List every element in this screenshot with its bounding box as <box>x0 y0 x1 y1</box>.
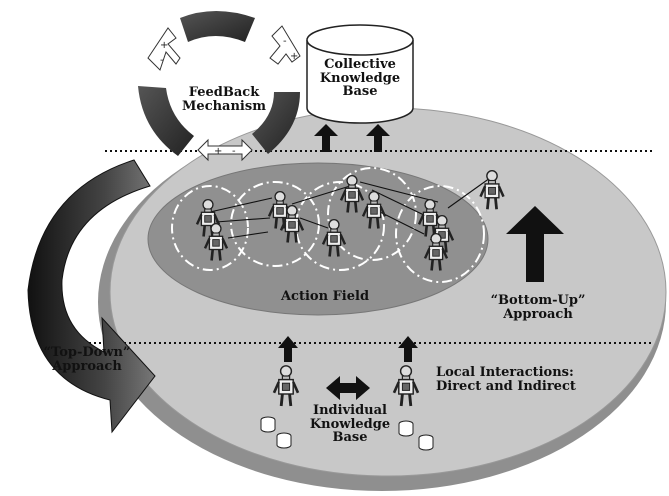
local-interactions-label: Local Interactions: Direct and Indirect <box>436 365 576 394</box>
individual-knowledge-base-label: Individual Knowledge Base <box>309 403 391 446</box>
collective-knowledge-base-cylinder <box>306 24 414 124</box>
feedback-mechanism-label: FeedBack Mechanism <box>182 85 266 114</box>
action-field-label: Action Field <box>280 289 370 304</box>
bottom-up-label: “Bottom-Up” Approach <box>490 293 586 322</box>
upward-arrows-to-collective <box>314 124 390 152</box>
feedback-plus-left: + <box>160 40 168 51</box>
bottom-up-arrow <box>506 206 564 282</box>
top-down-arrow <box>27 159 156 434</box>
interaction-arrows <box>209 177 491 239</box>
bottom-up-small-arrows <box>278 336 418 362</box>
feedback-minus-left: - <box>160 55 164 66</box>
feedback-plus-bottom: + <box>214 146 222 157</box>
interaction-circles <box>171 167 485 283</box>
top-down-label: “Top-Down” Approach <box>43 345 131 374</box>
feedback-minus-bottom: - <box>232 146 236 157</box>
feedback-plus-right: + <box>290 51 298 62</box>
double-arrow <box>326 376 370 400</box>
feedback-loop <box>138 11 301 162</box>
feedback-minus-right: - <box>283 36 287 47</box>
collective-knowledge-base-label: Collective Knowledge Base <box>319 57 401 100</box>
action-field-ellipse <box>147 162 489 316</box>
